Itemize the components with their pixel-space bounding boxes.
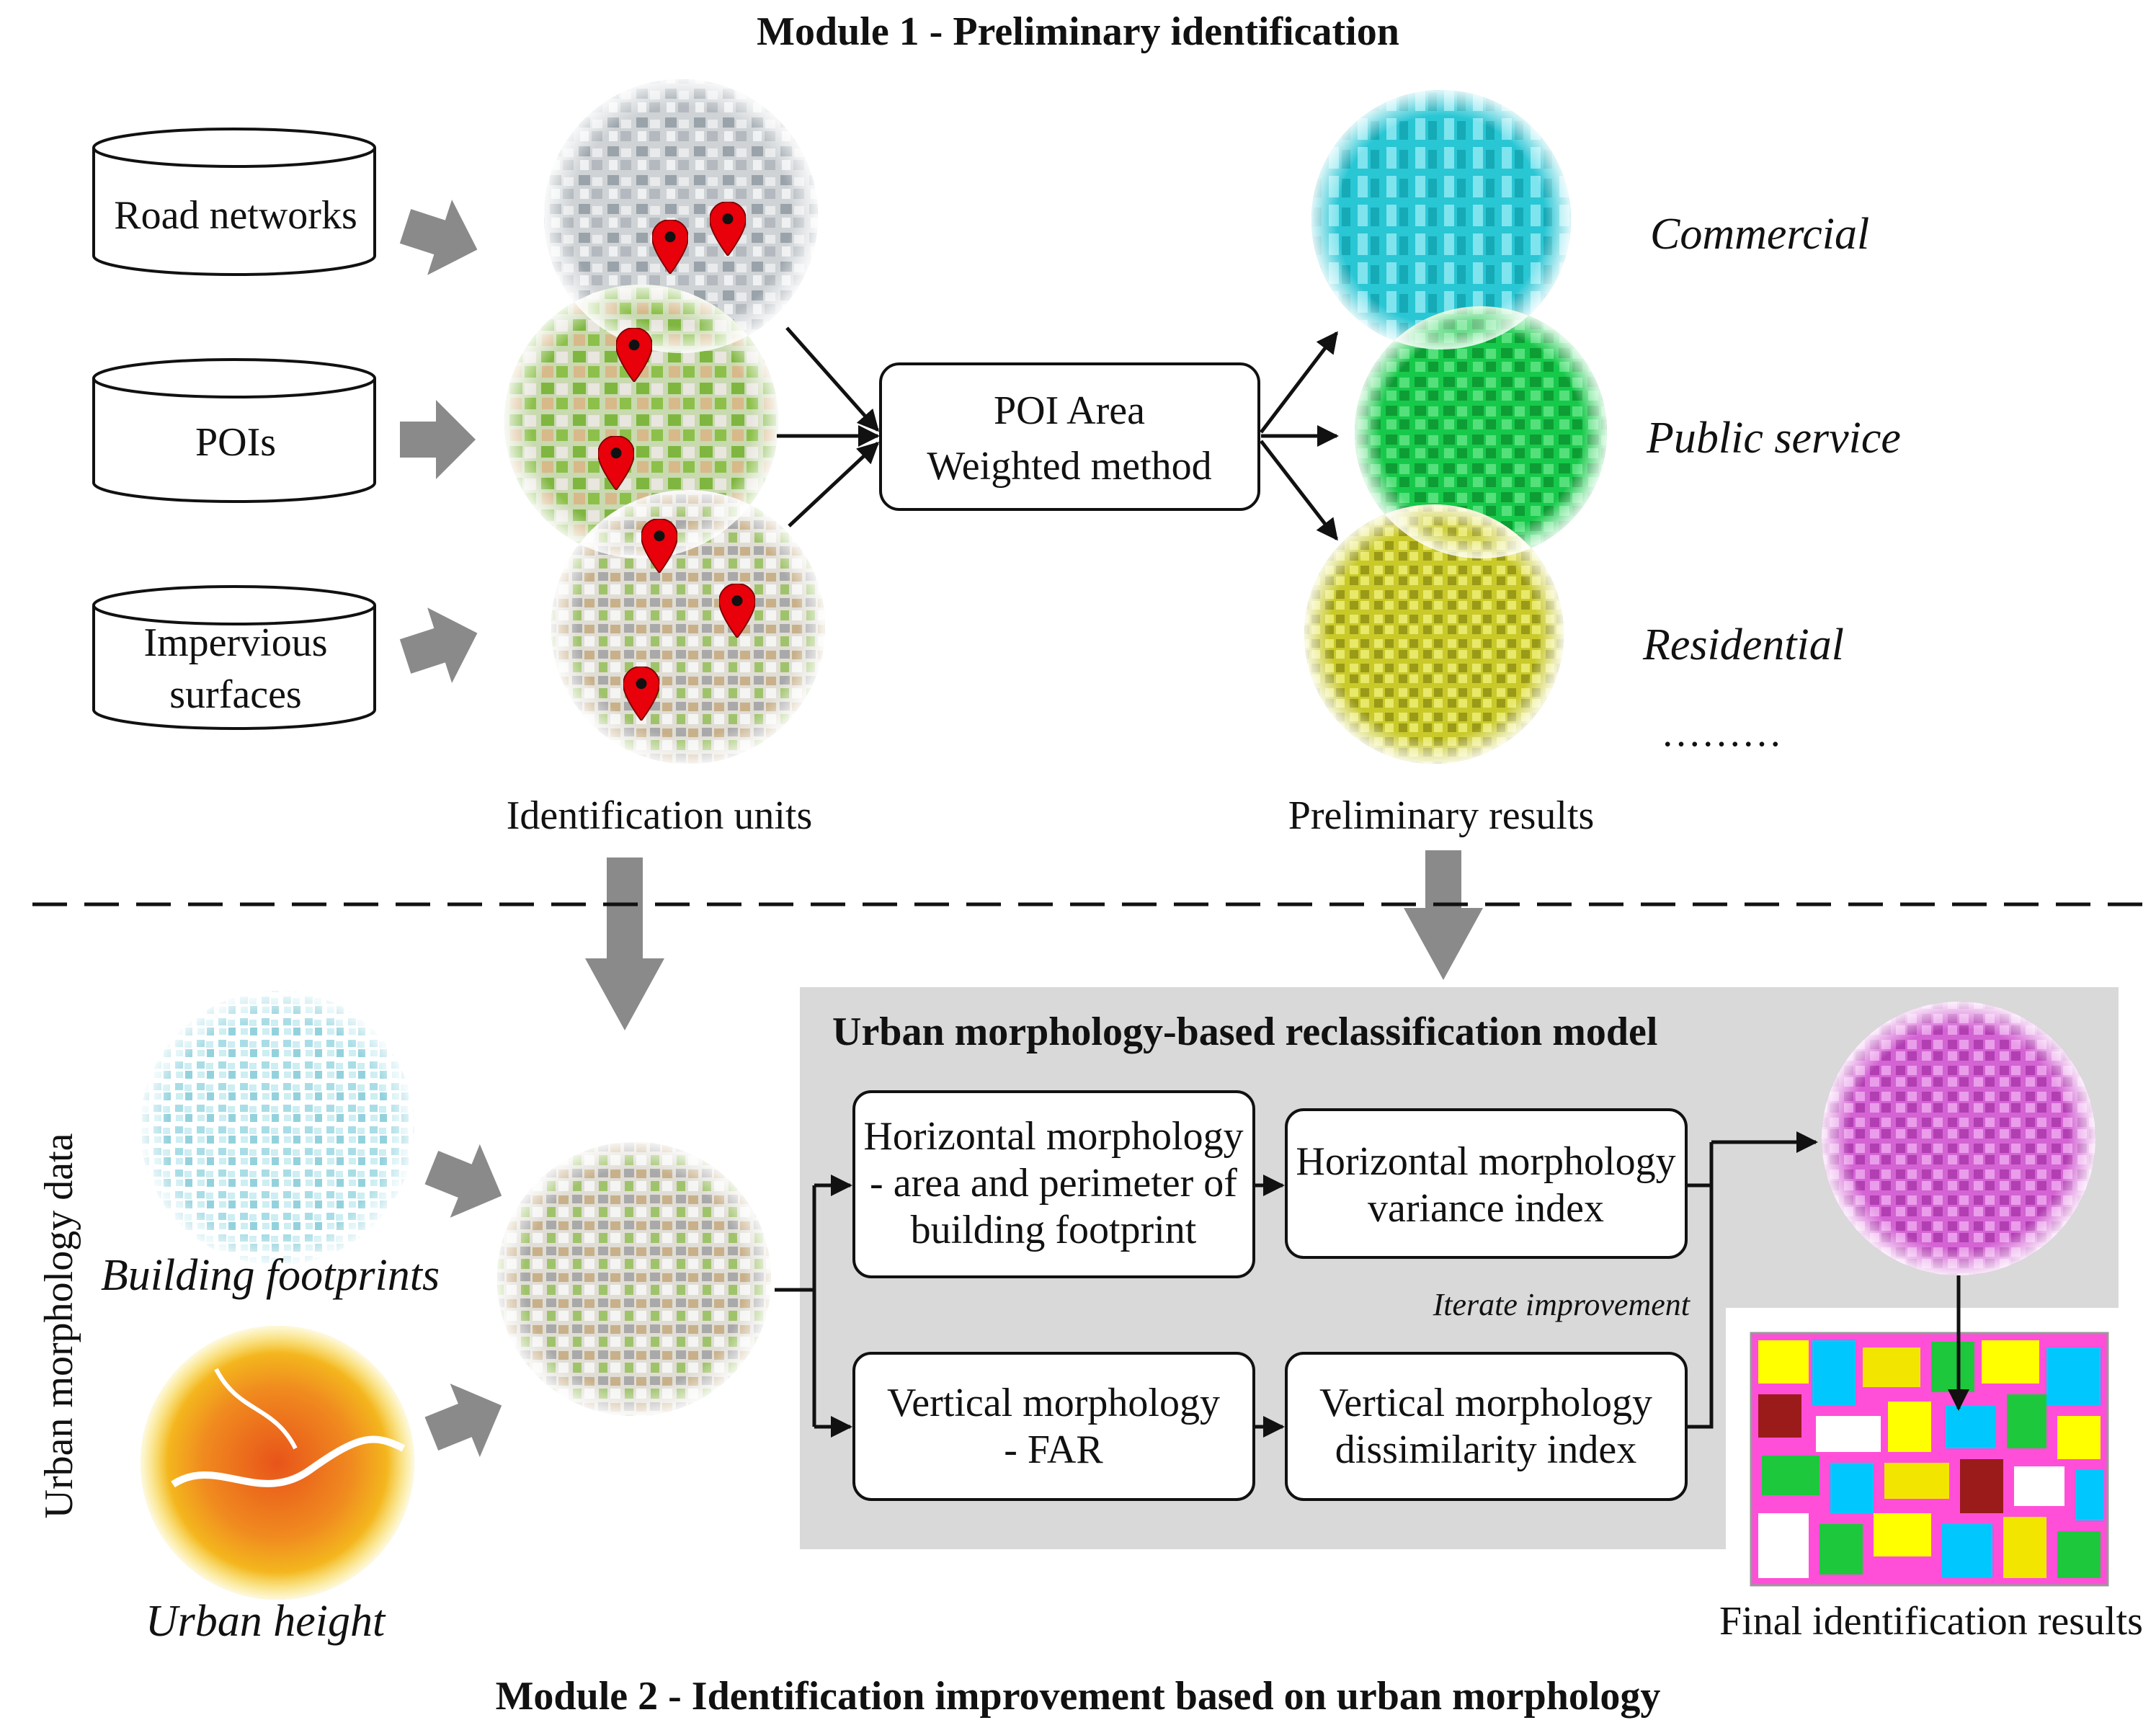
urban-morphology-data-label: Urban morphology data bbox=[37, 1133, 81, 1518]
method-label: POI Area bbox=[994, 388, 1145, 433]
vertical-index-line: dissimilarity index bbox=[1335, 1427, 1636, 1472]
input-impervious-surfaces: Impervious surfaces bbox=[92, 585, 376, 730]
identification-units-image-m2 bbox=[497, 1142, 771, 1416]
input-label: POIs bbox=[195, 420, 276, 465]
method-output-arrows bbox=[1260, 331, 1339, 541]
building-footprints-label: Building footprints bbox=[101, 1251, 440, 1300]
input-label: Impervious bbox=[143, 620, 327, 665]
horizontal-box-line: building footprint bbox=[911, 1208, 1197, 1252]
model-title: Urban morphology-based reclassification … bbox=[832, 1010, 1657, 1054]
horizontal-box-line: - area and perimeter of bbox=[870, 1161, 1237, 1206]
category-commercial: Commercial bbox=[1650, 210, 1869, 259]
category-ellipsis: ……… bbox=[1661, 710, 1782, 755]
input-label: surfaces bbox=[169, 672, 301, 717]
horizontal-index-line: variance index bbox=[1368, 1186, 1604, 1231]
building-footprints: Building footprints bbox=[101, 991, 440, 1300]
preliminary-results-images bbox=[1304, 90, 1607, 764]
vertical-index-line: Vertical morphology bbox=[1319, 1381, 1652, 1425]
input-label: Road networks bbox=[114, 193, 357, 238]
module1-title: Module 1 - Preliminary identification bbox=[757, 9, 1399, 54]
method-label: Weighted method bbox=[927, 444, 1211, 489]
category-residential: Residential bbox=[1642, 620, 1844, 669]
poi-area-weighted-method-box: POI Area Weighted method bbox=[879, 362, 1260, 511]
database-icon bbox=[92, 358, 376, 503]
vertical-dissimilarity-index-box bbox=[1285, 1352, 1688, 1501]
module2-title: Module 2 - Identification improvement ba… bbox=[496, 1674, 1661, 1719]
final-result-image bbox=[1822, 1002, 2095, 1275]
arrow-icon bbox=[399, 200, 478, 683]
urban-height-label: Urban height bbox=[146, 1597, 386, 1646]
arrow-icon bbox=[585, 850, 1483, 1030]
identification-units-images bbox=[504, 79, 825, 764]
arrow-icon bbox=[424, 1144, 502, 1458]
iterate-improvement-label: Iterate improvement bbox=[1433, 1287, 1691, 1322]
horizontal-index-line: Horizontal morphology bbox=[1296, 1139, 1675, 1184]
database-icon bbox=[92, 585, 376, 730]
identification-units-label: Identification units bbox=[507, 793, 813, 838]
method-input-arrows bbox=[777, 326, 880, 527]
database-icon bbox=[92, 128, 376, 276]
input-road-networks: Road networks bbox=[92, 128, 376, 276]
model-connectors bbox=[775, 1131, 1818, 1438]
horizontal-box-line: Horizontal morphology bbox=[863, 1114, 1243, 1159]
final-results-label: Final identification results bbox=[1719, 1599, 2143, 1644]
vertical-morphology-box bbox=[852, 1352, 1255, 1501]
preliminary-results-label: Preliminary results bbox=[1288, 793, 1595, 838]
input-pois: POIs bbox=[92, 358, 376, 503]
reclassification-model-panel: Urban morphology-based reclassification … bbox=[800, 987, 2119, 1549]
urban-height: Urban height bbox=[141, 1326, 414, 1646]
final-identification-map bbox=[1750, 1332, 2109, 1587]
vertical-box-line: - FAR bbox=[1004, 1427, 1103, 1472]
vertical-box-line: Vertical morphology bbox=[887, 1381, 1220, 1425]
category-public-service: Public service bbox=[1646, 414, 1901, 463]
